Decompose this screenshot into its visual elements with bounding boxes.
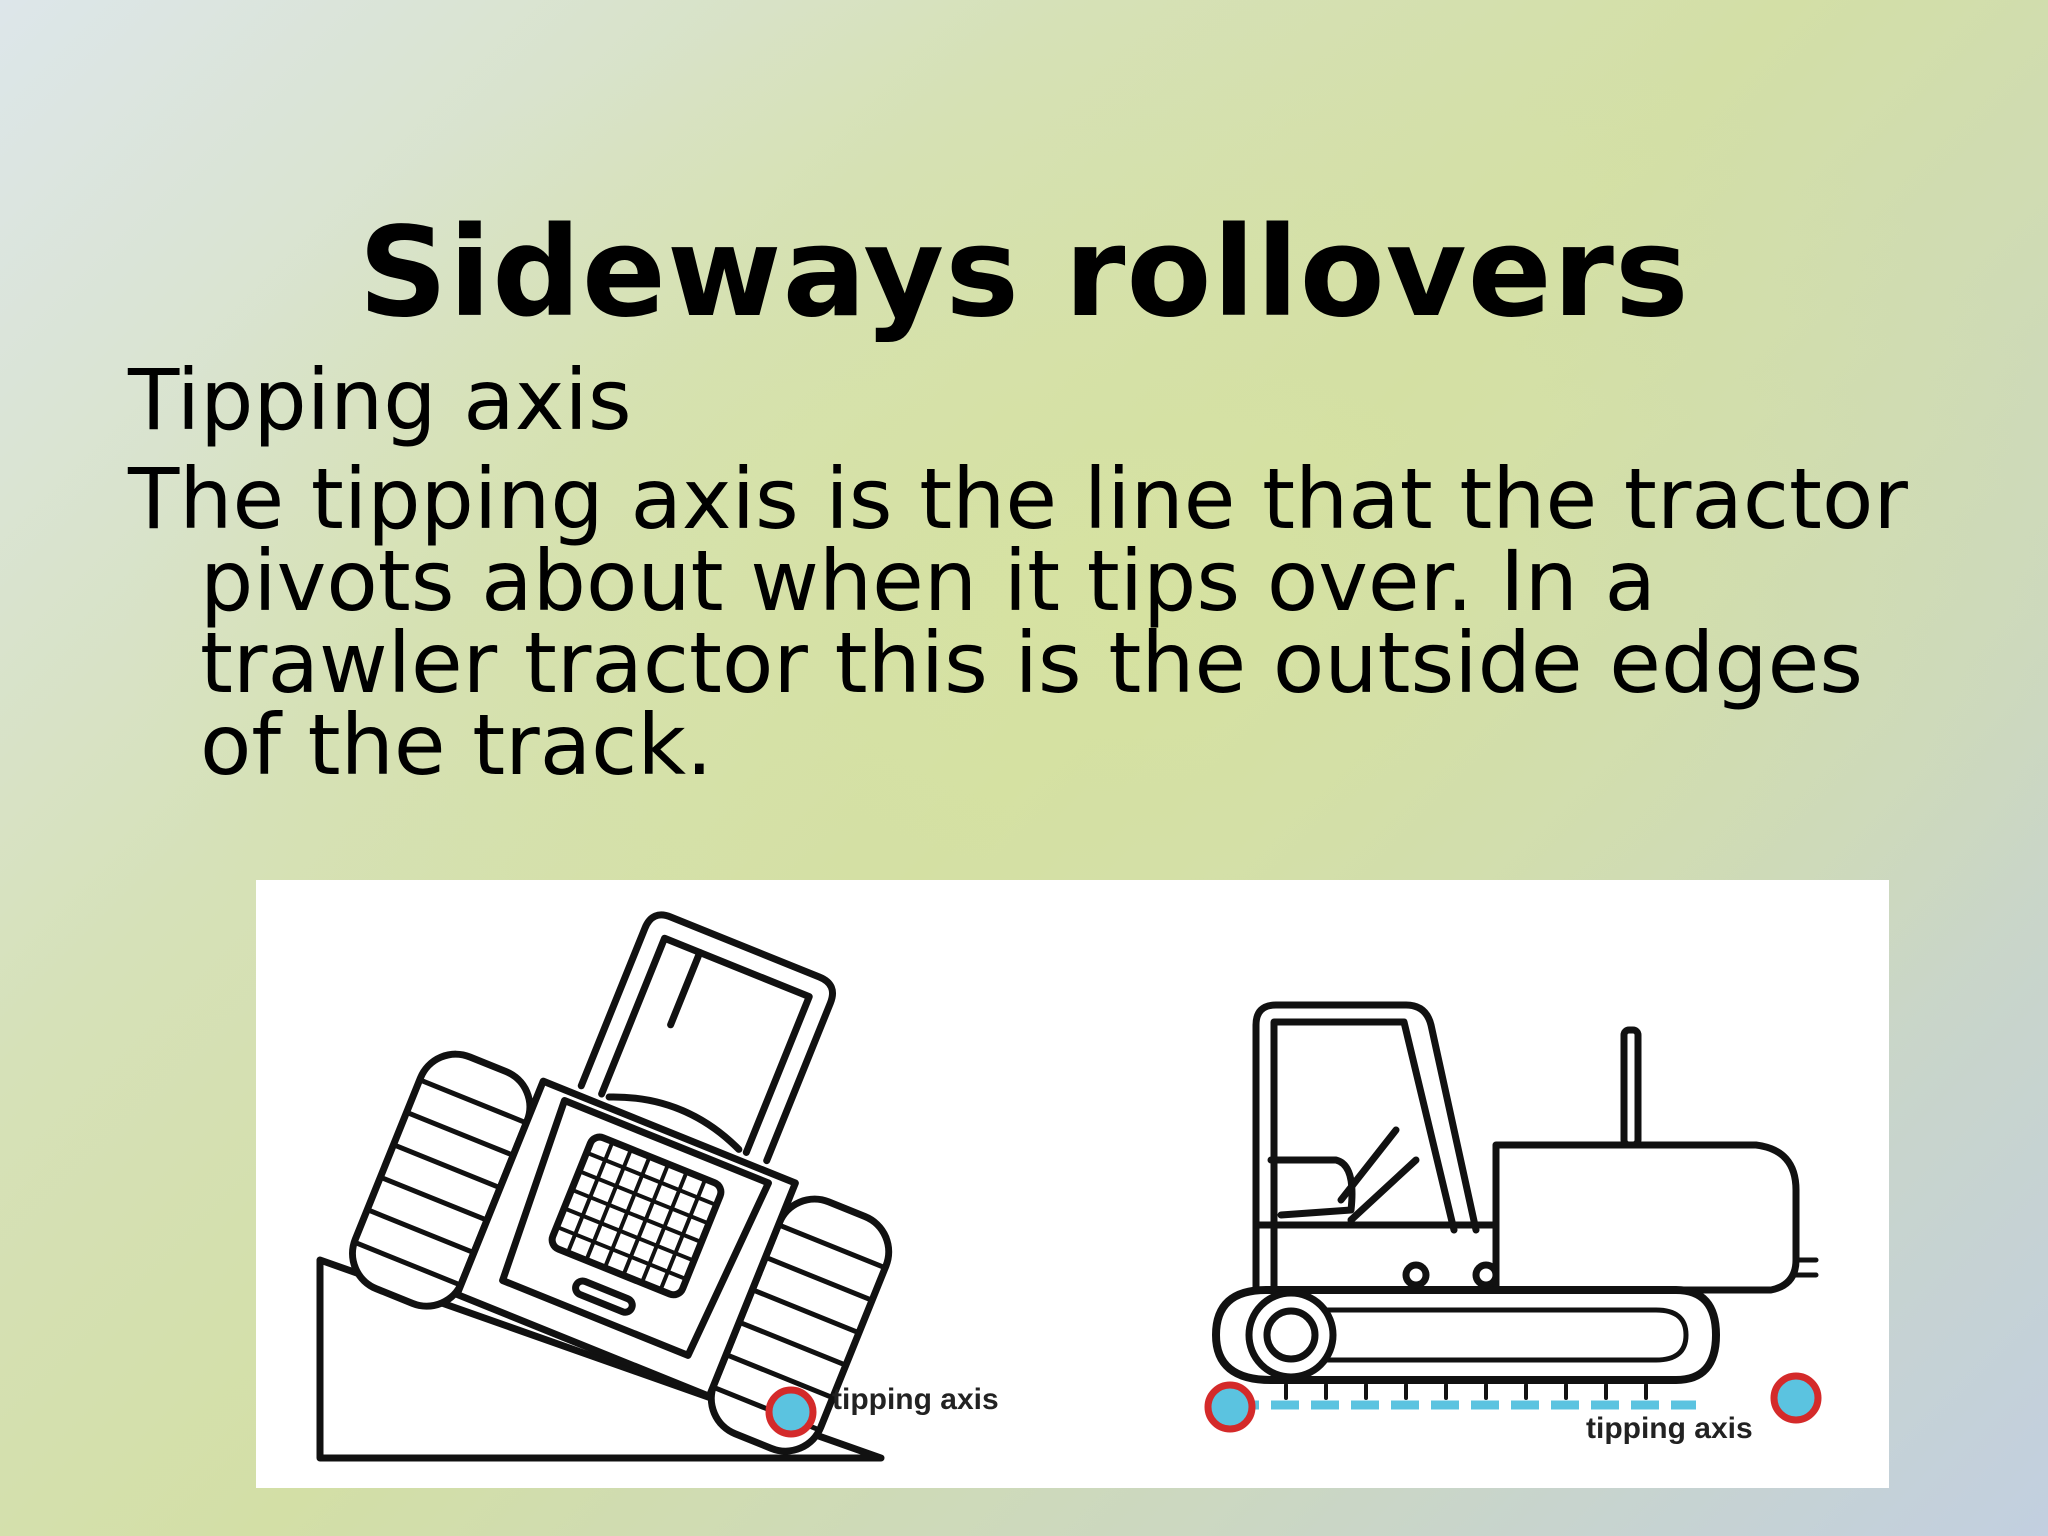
tilted-tractor [349,911,893,1455]
subheading: Tipping axis [128,351,632,449]
figure-panel: tipping axis tipping axis [256,880,1889,1488]
body-text: Tipping axis The tipping axis is the lin… [128,351,1948,794]
slide-title: Sideways rollovers [358,201,1690,346]
right-axis-marker-left [1204,1381,1256,1433]
tractor-illustration [316,911,1822,1462]
paragraph: The tipping axis is the line that the tr… [128,450,1908,794]
left-tipping-axis-label: tipping axis [832,1383,999,1416]
right-tipping-axis-label: tipping axis [1586,1412,1753,1445]
crawler-tractor [1212,1001,1819,1400]
right-axis-marker-right [1770,1372,1822,1424]
left-axis-marker [765,1386,817,1438]
